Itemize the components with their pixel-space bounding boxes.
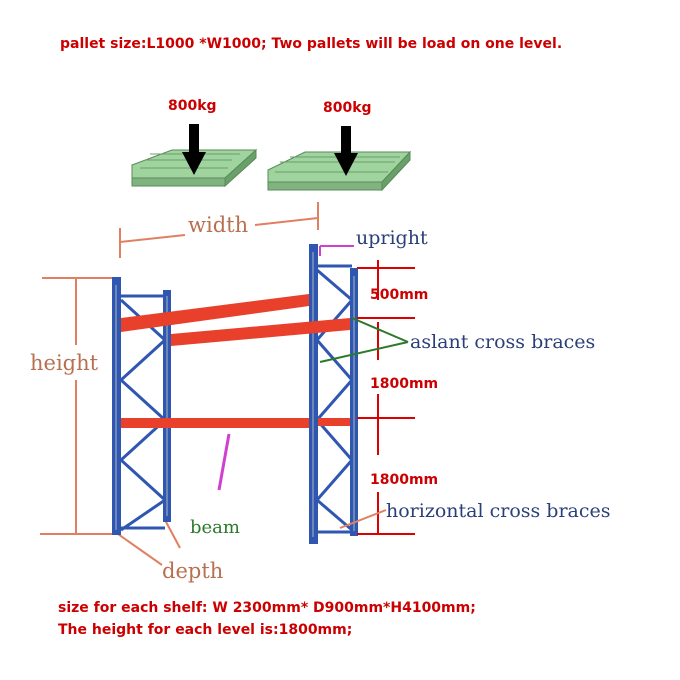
dimension-level-1: 1800mm	[370, 376, 438, 392]
load-arrow-left-icon	[182, 124, 206, 175]
beam-upper-rear	[171, 318, 350, 346]
beam-label: beam	[190, 517, 240, 538]
load-arrow-right-icon	[334, 126, 358, 176]
width-label: width	[188, 213, 248, 237]
depth-dimension	[117, 519, 181, 566]
upright-label: upright	[356, 227, 428, 249]
pallet-left-load: 800kg	[168, 98, 217, 114]
dimension-top-gap: 500mm	[370, 287, 428, 303]
footer-line-1: size for each shelf: W 2300mm* D900mm*H4…	[58, 600, 476, 616]
beam-lower-front	[121, 418, 309, 428]
pallet-right-load: 800kg	[323, 100, 372, 116]
header-note: pallet size:L1000 *W1000; Two pallets wi…	[60, 36, 562, 52]
horizontal-label: horizontal cross braces	[386, 500, 611, 522]
aslant-label: aslant cross braces	[410, 331, 595, 353]
width-dimension	[119, 202, 319, 258]
dimension-level-2: 1800mm	[370, 472, 438, 488]
height-label: height	[30, 351, 99, 375]
aslant-callout	[319, 317, 409, 363]
height-dimension	[40, 277, 112, 535]
beams	[121, 294, 350, 428]
beam-callout	[217, 433, 231, 491]
right-frame	[309, 244, 358, 544]
horizontal-callout	[339, 509, 387, 529]
beam-upper-front	[121, 294, 309, 332]
footer-line-2: The height for each level is:1800mm;	[58, 622, 352, 638]
beam-lower-rear	[318, 418, 350, 426]
depth-label: depth	[162, 559, 223, 583]
pallet-right	[267, 150, 412, 192]
